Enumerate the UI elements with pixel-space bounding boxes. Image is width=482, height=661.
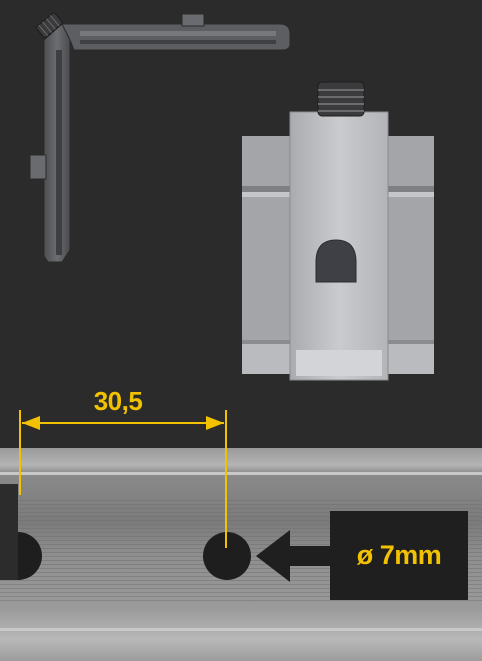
hole-diameter-label: ø 7mm — [356, 540, 442, 570]
mounting-hole — [203, 532, 251, 580]
clamp-front-view — [242, 81, 434, 381]
dimension-label: 30,5 — [93, 386, 143, 416]
dimension-line — [19, 410, 227, 548]
hole-callout: ø 7mm — [330, 511, 468, 600]
left-hole — [18, 532, 42, 580]
l-bracket — [29, 12, 291, 263]
arrow-left-icon — [256, 530, 332, 582]
